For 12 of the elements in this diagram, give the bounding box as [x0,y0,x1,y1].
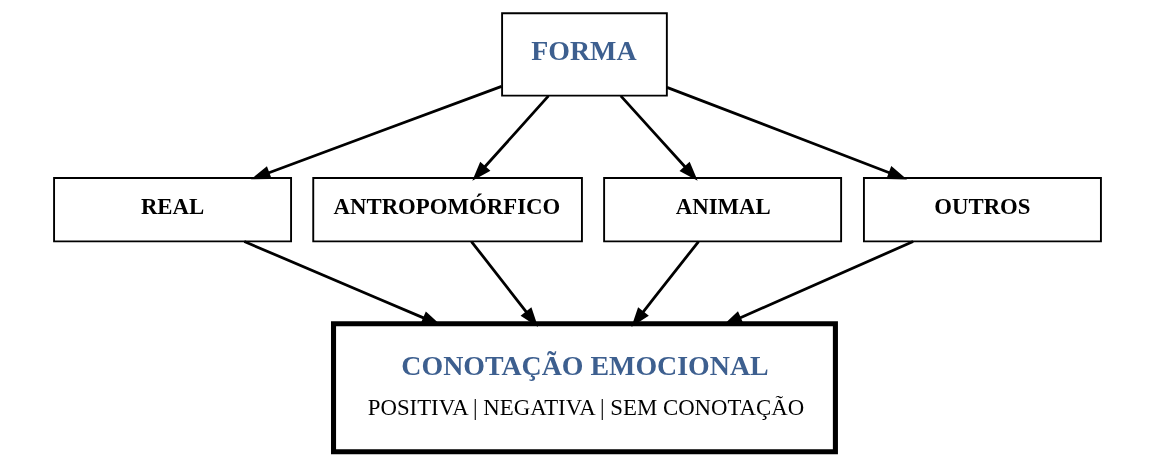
arrow [619,94,698,181]
arrow [470,240,538,327]
node-box: ANIMAL [603,177,843,243]
node-box: REAL [53,177,292,243]
arrow [631,240,700,327]
node-box: CONOTAÇÃO EMOCIONAL POSITIVA | NEGATIVA | SEM CONOTAÇÃO [331,321,838,455]
arrow [472,94,550,181]
arrow [666,86,908,180]
node-box: ANTROPOMÓRFICO [312,177,583,243]
node-box: FORMA [501,12,668,97]
arrow [251,85,503,180]
node-box: OUTROS [862,177,1102,243]
